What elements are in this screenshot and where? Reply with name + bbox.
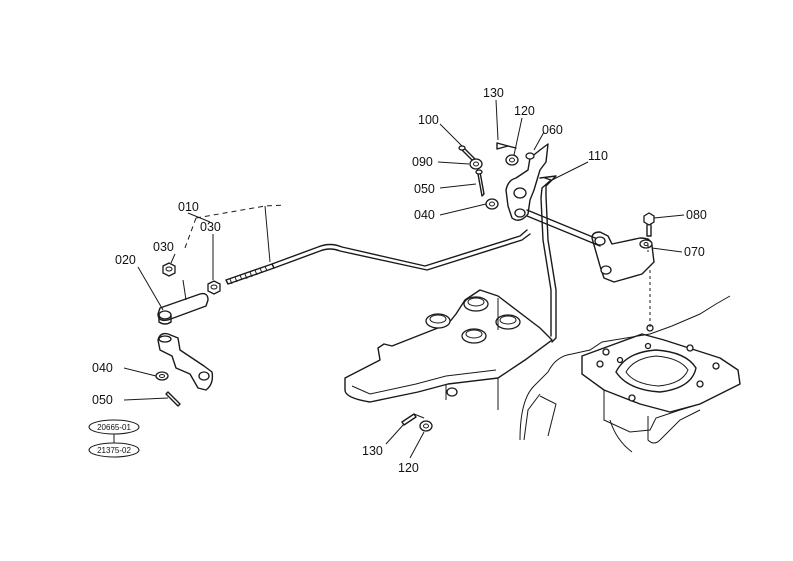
callout-090: 090 bbox=[412, 155, 433, 169]
pedal-pivot bbox=[445, 384, 458, 398]
callout-100: 100 bbox=[418, 113, 439, 127]
reference-code-2: 21375-02 bbox=[97, 446, 131, 455]
callout-030-nut: 030 bbox=[200, 220, 221, 234]
callout-020: 020 bbox=[115, 253, 136, 267]
callout-080: 080 bbox=[686, 208, 707, 222]
control-rod bbox=[225, 229, 531, 285]
callout-010: 010 bbox=[178, 200, 199, 214]
pedal-plate bbox=[344, 289, 553, 410]
washer-090 bbox=[469, 158, 483, 170]
bracket-left bbox=[155, 332, 214, 407]
callout-110: 110 bbox=[588, 149, 608, 163]
washer-030 bbox=[162, 262, 176, 277]
washer-120-top bbox=[505, 154, 519, 166]
callout-120-bottom: 120 bbox=[398, 461, 419, 475]
bolt-080 bbox=[643, 212, 655, 252]
pin-050-right bbox=[475, 169, 485, 197]
callout-130-bottom: 130 bbox=[362, 444, 383, 458]
assembly-010-outline bbox=[184, 204, 286, 263]
callout-040-left: 040 bbox=[92, 361, 113, 375]
callout-130-top: 130 bbox=[483, 86, 504, 100]
callout-050-left: 050 bbox=[92, 393, 113, 407]
link-to-bracket-070 bbox=[526, 209, 601, 247]
washer-040-right bbox=[485, 198, 499, 210]
callout-120-top: 120 bbox=[514, 104, 535, 118]
callout-040-right: 040 bbox=[414, 208, 435, 222]
lever-020 bbox=[157, 279, 209, 325]
leader-lines bbox=[123, 99, 685, 459]
reference-codes: 20665-01 21375-02 bbox=[88, 419, 140, 458]
pedal-rod-110 bbox=[539, 175, 557, 343]
nut-030 bbox=[207, 280, 221, 295]
callout-070: 070 bbox=[684, 245, 705, 259]
transmission-housing bbox=[519, 270, 741, 453]
washer-120-bottom bbox=[419, 420, 433, 432]
split-pin-130-top bbox=[496, 142, 517, 150]
bracket-070 bbox=[591, 231, 655, 283]
arm-060 bbox=[505, 143, 549, 221]
reference-code-1: 20665-01 bbox=[97, 423, 131, 432]
callout-030-washer: 030 bbox=[153, 240, 174, 254]
callout-060: 060 bbox=[542, 123, 563, 137]
callout-050-right: 050 bbox=[414, 182, 435, 196]
